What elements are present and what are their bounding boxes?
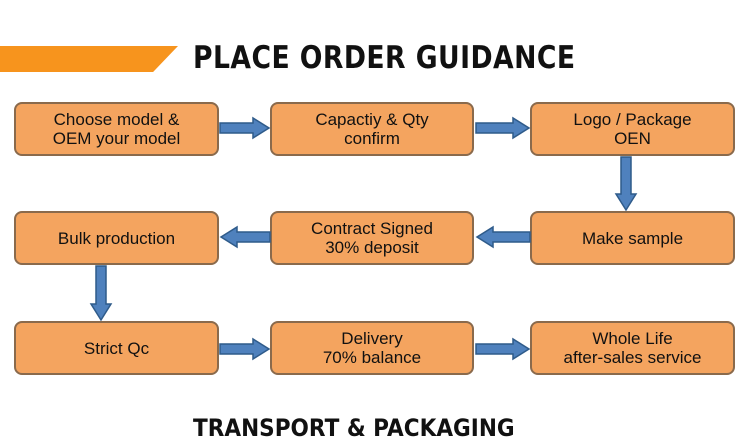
- step-line: Contract Signed: [311, 219, 433, 238]
- right-arrow-icon: [219, 116, 271, 140]
- step-line: Whole Life: [592, 329, 673, 348]
- step-line: Bulk production: [57, 228, 176, 248]
- step-line: confirm: [344, 129, 400, 148]
- step-line: Logo / Package: [573, 110, 692, 129]
- step-line: Strict Qc: [83, 338, 150, 358]
- section-title-transport: TRANSPORT & PACKAGING: [193, 414, 515, 442]
- step-line: 70% balance: [322, 348, 422, 367]
- down-arrow-icon: [614, 156, 638, 212]
- header-accent-bar: [0, 46, 178, 72]
- page-title: PLACE ORDER GUIDANCE: [193, 40, 576, 76]
- step-line: after-sales service: [563, 348, 702, 367]
- step-bulk-production: Bulk production: [14, 211, 219, 265]
- left-arrow-icon: [219, 225, 271, 249]
- step-choose-model: Choose model &OEM your model: [14, 102, 219, 156]
- right-arrow-icon: [475, 337, 531, 361]
- left-arrow-icon: [475, 225, 531, 249]
- down-arrow-icon: [89, 265, 113, 322]
- step-line: Choose model &: [53, 110, 180, 129]
- step-line: Capactiy & Qty: [315, 110, 429, 129]
- right-arrow-icon: [475, 116, 531, 140]
- step-line: 30% deposit: [325, 238, 419, 257]
- right-arrow-icon: [219, 337, 271, 361]
- step-make-sample: Make sample: [530, 211, 735, 265]
- step-line: OEN: [614, 129, 651, 148]
- step-strict-qc: Strict Qc: [14, 321, 219, 375]
- step-line: OEM your model: [52, 129, 181, 148]
- step-line: Make sample: [581, 228, 684, 248]
- step-line: Delivery: [341, 329, 403, 348]
